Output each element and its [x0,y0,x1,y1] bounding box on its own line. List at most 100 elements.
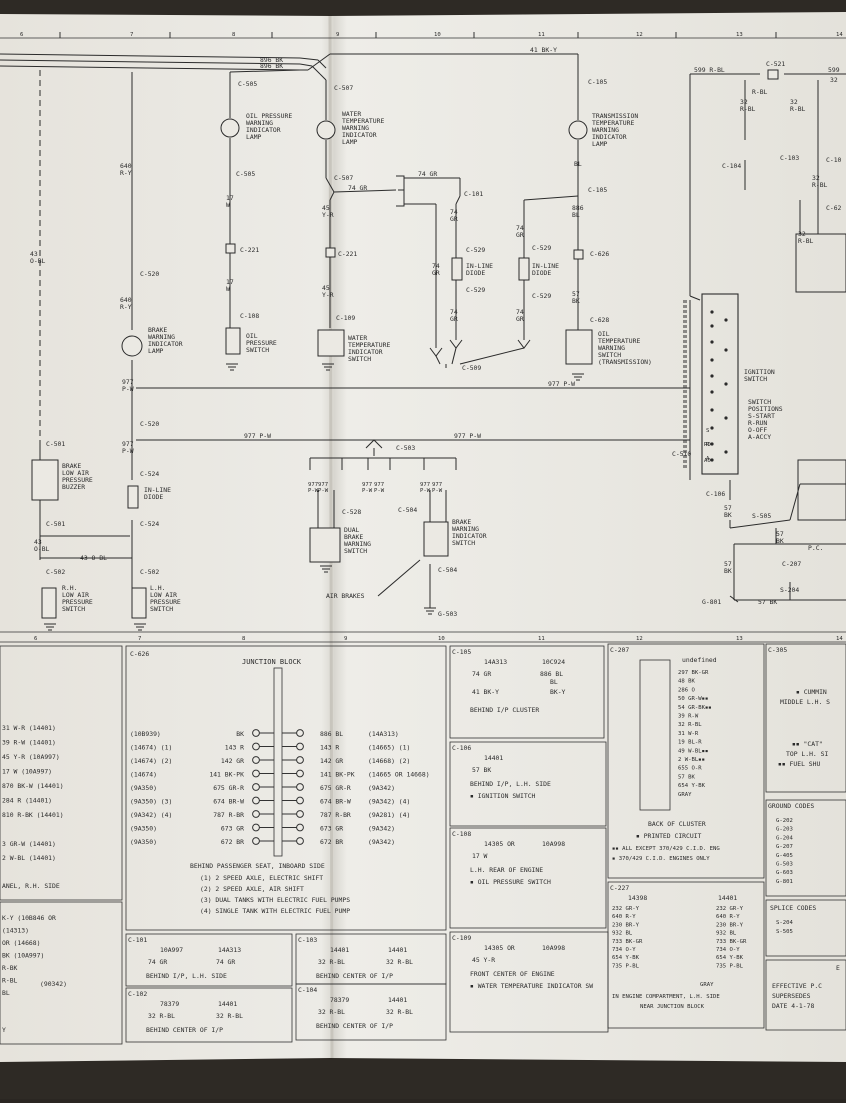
c207-row: 297 BK-GR [678,670,709,676]
grid-mid-label: 8 [242,636,246,642]
box-title-c106: C-106 [452,744,471,752]
connector-label-c104: C-104 [722,162,741,170]
connector-label-c108: C-108 [240,312,259,320]
box-pn1-c106: 14401 [484,754,503,762]
box-note-c108: ▪ OIL PRESSURE SWITCH [470,878,551,886]
connector-label-c520a: C-520 [140,270,159,278]
diode1-symbol [451,257,463,281]
connector-label-c105a: C-105 [588,78,607,86]
c626-footnote: (2) 2 SPEED AXLE, AIR SHIFT [200,885,304,893]
diode3-symbol [127,485,139,509]
grid-top-label: 8 [232,32,236,38]
c207-row: 39 R-W [678,714,699,720]
left-table-row: 39 R-W (14401) [2,739,56,747]
c626-right-pn: (9A342) [368,784,395,792]
splice-code: S-204 [776,920,793,926]
c626-left-pn: (14674) (2) [130,757,172,765]
box-loc-c102: BEHIND CENTER OF I/P [146,1026,223,1034]
c626-right-wire: 886 BL [320,730,343,738]
connector-label-c505a: C-505 [238,80,257,88]
box-wire1-c104: 32 R-BL [318,1008,345,1016]
w896a: 896 BK [260,56,283,64]
box-pn2-c109: 10A998 [542,944,565,952]
ground-code: G-801 [776,879,793,885]
c626-right-pn: (14668) (2) [368,757,410,765]
c626-left-wire: 673 GR [221,825,244,833]
connector-label-c105b: C-105 [588,186,607,194]
box-r2-c105: BK-Y [550,688,566,696]
switch-position-letter: S [706,428,709,434]
c626-left-pn: (14674) [130,771,157,779]
c626-left-pn: (9A350) [130,838,157,846]
wire-paths [0,53,846,608]
grid-mid-label: 6 [34,636,37,642]
c305-title: C-305 [768,646,787,654]
box-pn1-c104: 78379 [330,996,349,1004]
c626-right-wire: 143 R [320,744,339,752]
diode2-symbol [518,257,530,281]
grid-mid-label: 10 [438,636,445,642]
c305-l4: TOP L.H. SI [786,750,828,758]
grid-mid-label: 11 [538,636,545,642]
box-pn1-c102: 78379 [160,1000,179,1008]
left-table-lower-row: (14313) [2,927,29,935]
oil-temp-switch-symbol [565,329,593,365]
box-wire2-c103: 32 R-BL [386,958,413,966]
c626-left-pn: (9A350) (3) [130,798,172,806]
splice-codes-title: SPLICE CODES [770,904,816,912]
box-pn1-c105: 14A313 [484,658,507,666]
c227-title: C-227 [610,884,629,892]
c207-row: 31 W-R [678,731,699,737]
grid-mid-label: 7 [138,636,141,642]
box-loc-c103: BEHIND CENTER OF I/P [316,972,393,980]
c626-left-pn: (9A350) [130,825,157,833]
connector-label-c502a: C-502 [46,568,65,576]
w74b: 74 GR [418,170,437,178]
c626-symbol [573,249,584,260]
ignition-contact [710,426,714,430]
c227-pnr: 14401 [718,894,737,902]
effective-l0: E [836,964,840,972]
switch-position-letter: R [706,442,710,448]
box-note-c106: ▪ IGNITION SWITCH [470,792,536,800]
splice-code: S-505 [776,929,793,935]
connector-label-c524a: C-524 [140,470,159,478]
connector-label-c528: C-528 [342,508,361,516]
ignition-contact [724,450,728,454]
c626-title: C-626 [130,650,149,658]
connector-label-c6x: C-62 [826,204,842,212]
c227-left-row: 640 R-Y [612,914,636,920]
c221b-symbol [325,247,336,258]
connector-label-g503: G-503 [438,610,457,618]
left-table-footer: ANEL, R.H. SIDE [2,882,60,890]
c207-row: 655 O-R [678,766,702,772]
w599: 599 R-BL [694,66,725,74]
c626-right-pn: (14665 OR 14668) [368,771,430,779]
c626-footnote: (1) 2 SPEED AXLE, ELECTRIC SHIFT [200,874,323,882]
w32e: 32 [830,76,838,84]
connector-label-c529a: C-529 [466,246,485,254]
ignition-contact [710,458,714,462]
c626-right-pn: (14665) (1) [368,744,410,752]
connector-label-c221a: C-221 [240,246,259,254]
w977e: 977 P-W [454,432,481,440]
c626-right-wire: 673 GR [320,825,343,833]
c626-left-pn: (9A342) (4) [130,811,172,819]
left-table-row: 284 R (14401) [2,797,52,805]
connector-label-c507a: C-507 [334,84,353,92]
